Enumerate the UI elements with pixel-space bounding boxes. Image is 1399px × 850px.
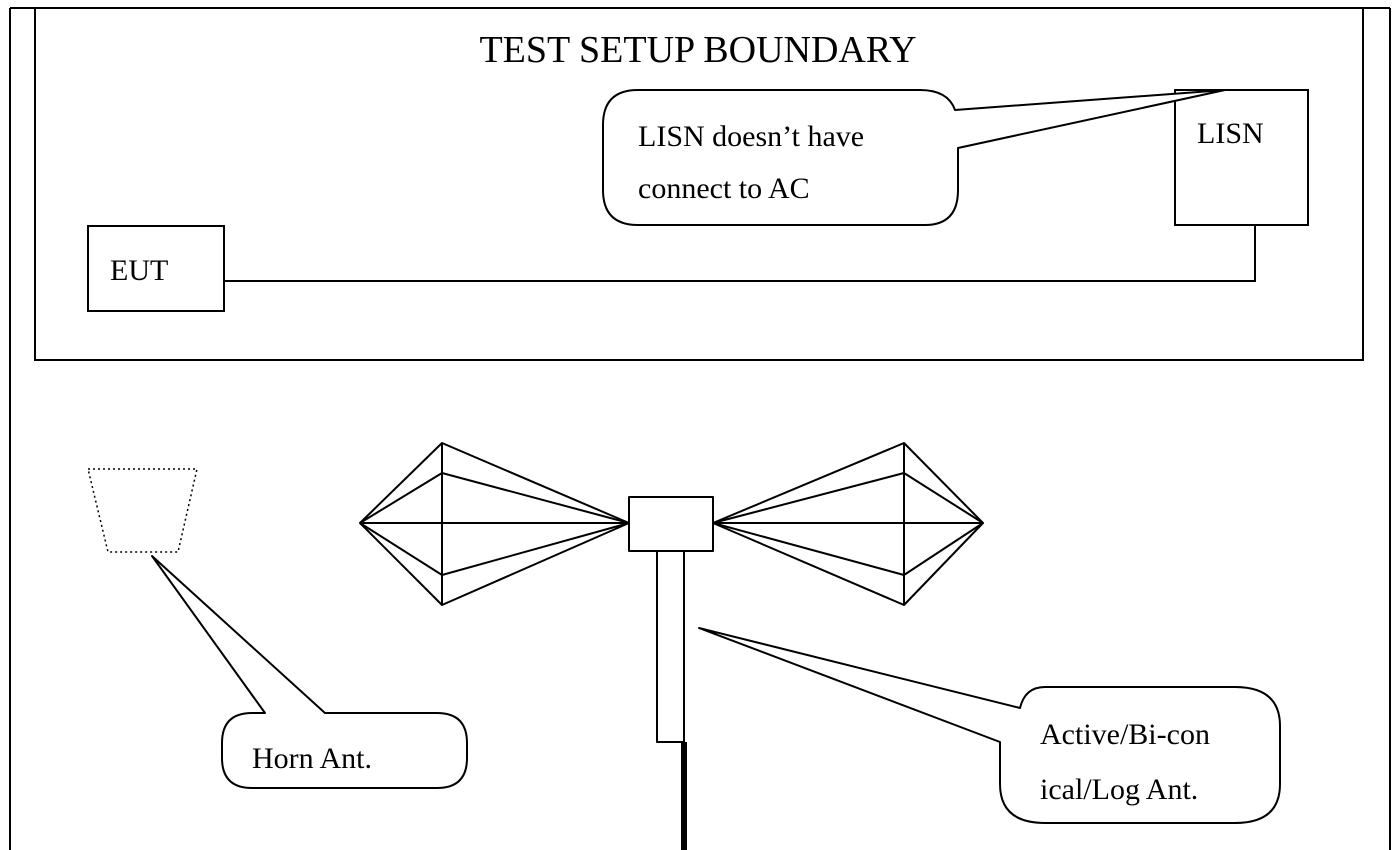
biconical-antenna <box>359 442 984 743</box>
lisn-callout-bubble <box>602 89 1226 226</box>
lisn-label: LISN <box>1197 117 1264 150</box>
horn-antenna <box>87 468 198 553</box>
lisn-callout-line-1: LISN doesn’t have <box>638 120 864 153</box>
bicon-right-element <box>712 442 984 606</box>
horn-callout-label: Horn Ant. <box>252 742 372 775</box>
eut-box <box>87 225 225 312</box>
boundary-title: TEST SETUP BOUNDARY <box>479 29 916 71</box>
horn-antenna-callout: Horn Ant. <box>151 555 468 789</box>
biconical-antenna-callout: Active/Bi-con ical/Log Ant. <box>698 627 1281 824</box>
bicon-balun-box <box>628 496 714 552</box>
eut-lisn-cable <box>224 225 1256 282</box>
test-setup-boundary-box <box>34 7 1364 361</box>
lisn-callout-line-2: connect to AC <box>638 172 810 205</box>
bicon-callout-line-2: ical/Log Ant. <box>1040 773 1198 806</box>
antenna-mast <box>656 550 685 743</box>
bicon-callout-bubble <box>698 627 1281 824</box>
lisn-callout: LISN doesn’t have connect to AC <box>602 89 1226 226</box>
eut-label: EUT <box>110 254 168 287</box>
lisn-box <box>1174 89 1309 226</box>
bicon-left-element <box>359 442 630 606</box>
horn-callout-bubble <box>151 555 468 789</box>
bicon-callout-line-1: Active/Bi-con <box>1040 718 1210 751</box>
